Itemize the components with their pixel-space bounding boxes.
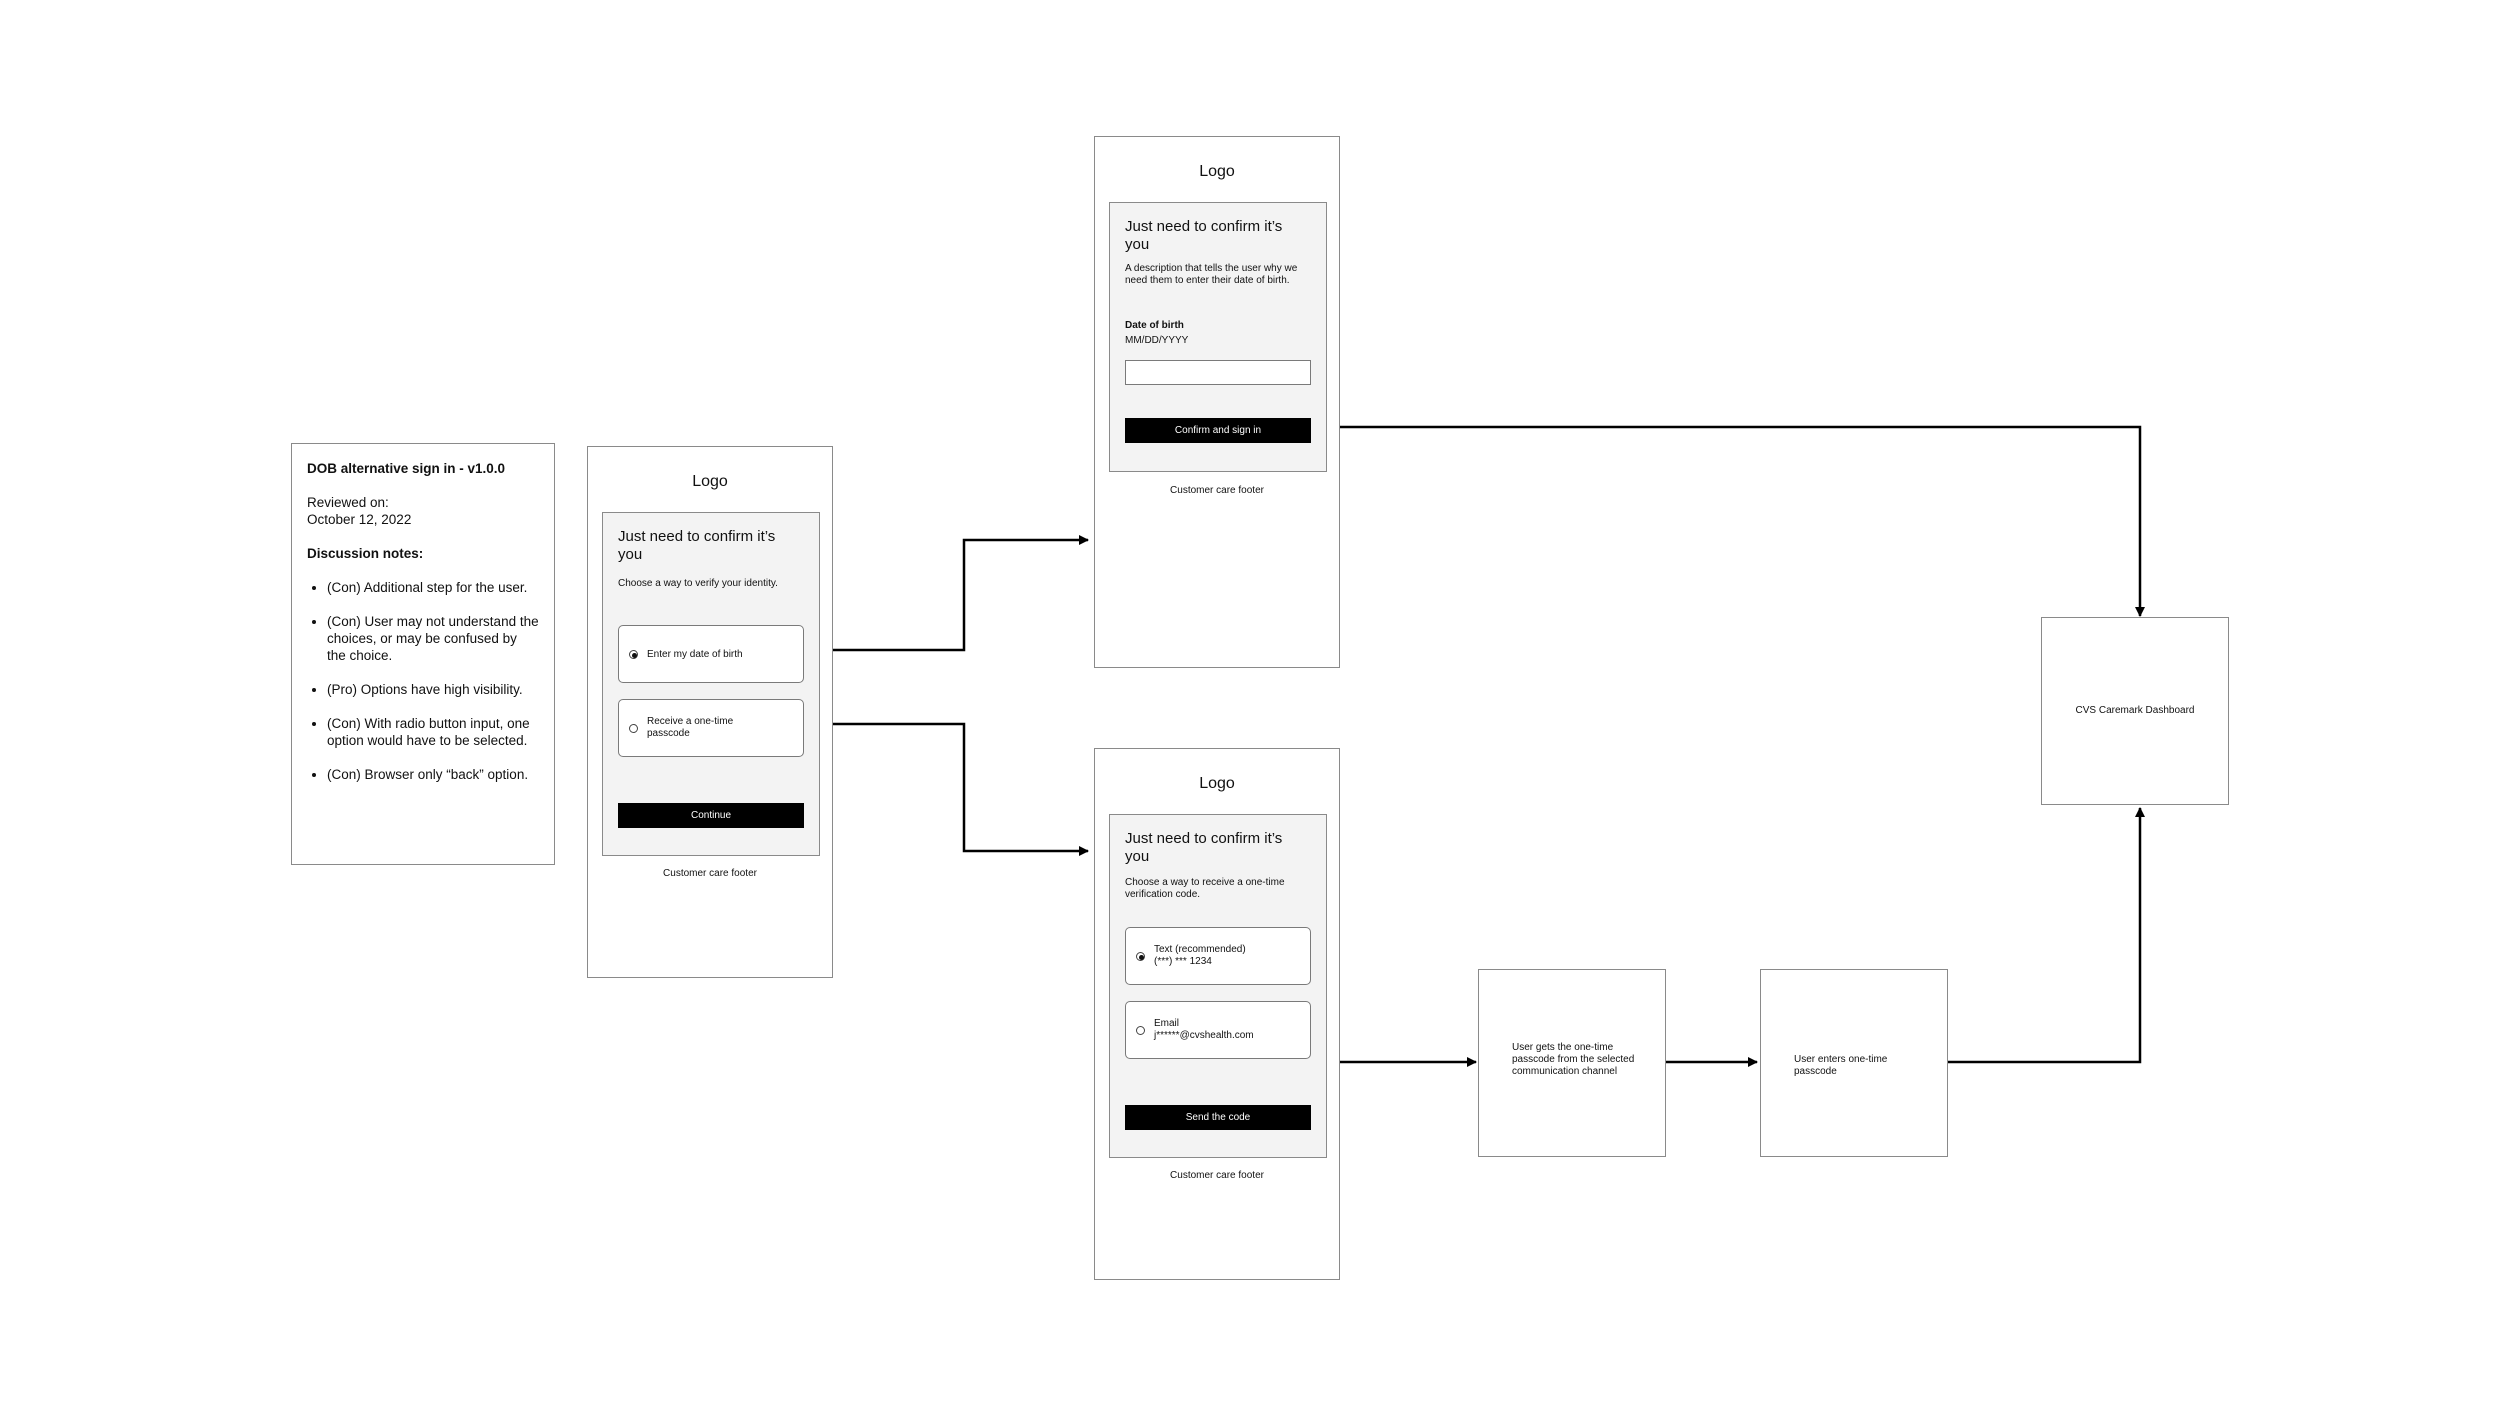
customer-care-footer: Customer care footer bbox=[663, 868, 757, 879]
option-email[interactable]: Email j******@cvshealth.com bbox=[1125, 1001, 1311, 1059]
reviewed-date: October 12, 2022 bbox=[307, 512, 412, 527]
cvs-caremark-dashboard: CVS Caremark Dashboard bbox=[2041, 617, 2229, 805]
connector-dob bbox=[787, 535, 1089, 652]
field-hint: MM/DD/YYYY bbox=[1125, 335, 1189, 346]
customer-care-footer: Customer care footer bbox=[1170, 1170, 1264, 1181]
logo: Logo bbox=[692, 473, 728, 490]
note-item: (Con) Additional step for the user. bbox=[327, 579, 539, 596]
card-title: Just need to confirm it’s you bbox=[618, 528, 776, 563]
option-label: Enter my date of birth bbox=[647, 649, 743, 660]
notes-list: (Con) Additional step for the user. (Con… bbox=[307, 579, 539, 783]
radio-selected-icon[interactable] bbox=[1136, 952, 1145, 961]
otp-card: Just need to confirm it’s you Choose a w… bbox=[1109, 814, 1327, 1158]
radio-selected-icon[interactable] bbox=[629, 650, 638, 659]
discussion-label: Discussion notes: bbox=[307, 546, 424, 561]
option-label: Text (recommended) bbox=[1154, 944, 1246, 955]
option-text-message[interactable]: Text (recommended) (***) *** 1234 bbox=[1125, 927, 1311, 985]
connector-confirm-dashboard bbox=[1317, 425, 2145, 617]
notes-title: DOB alternative sign in - v1.0.0 bbox=[307, 461, 506, 476]
step-user-gets-code: User gets the one-time passcode from the… bbox=[1478, 969, 1666, 1157]
date-of-birth-input[interactable] bbox=[1125, 360, 1311, 385]
verify-card: Just need to confirm it’s you Choose a w… bbox=[602, 512, 820, 856]
date-of-birth-screen: Logo Just need to confirm it’s you A des… bbox=[1094, 136, 1340, 668]
note-item: (Pro) Options have high visibility. bbox=[327, 681, 539, 698]
step-text: User enters one-time passcode bbox=[1794, 1054, 1888, 1077]
step-text: User gets the one-time passcode from the… bbox=[1512, 1042, 1635, 1077]
dob-card: Just need to confirm it’s you A descript… bbox=[1109, 202, 1327, 472]
option-value: (***) *** 1234 bbox=[1154, 956, 1212, 967]
step-text: CVS Caremark Dashboard bbox=[2075, 705, 2195, 716]
customer-care-footer: Customer care footer bbox=[1170, 485, 1264, 496]
field-label: Date of birth bbox=[1125, 320, 1184, 331]
option-label: Receive a one-time passcode bbox=[647, 716, 734, 739]
card-title: Just need to confirm it’s you bbox=[1125, 830, 1283, 865]
step-user-enters-code: User enters one-time passcode bbox=[1760, 969, 1948, 1157]
connector-enters-dashboard bbox=[1946, 807, 2145, 1064]
card-description: Choose a way to receive a one-time verif… bbox=[1125, 877, 1285, 900]
logo: Logo bbox=[1199, 163, 1235, 180]
option-one-time-passcode[interactable]: Receive a one-time passcode bbox=[618, 699, 804, 757]
connector-passcode bbox=[787, 722, 1089, 856]
one-time-passcode-screen: Logo Just need to confirm it’s you Choos… bbox=[1094, 748, 1340, 1280]
option-date-of-birth[interactable]: Enter my date of birth bbox=[618, 625, 804, 683]
option-value: j******@cvshealth.com bbox=[1154, 1030, 1254, 1041]
discussion-notes-panel: DOB alternative sign in - v1.0.0 Reviewe… bbox=[291, 443, 555, 865]
choice-screen: Logo Just need to confirm it’s you Choos… bbox=[587, 446, 833, 978]
note-item: (Con) User may not understand the choice… bbox=[327, 613, 539, 664]
radio-unselected-icon[interactable] bbox=[629, 724, 638, 733]
card-title: Just need to confirm it’s you bbox=[1125, 218, 1283, 253]
confirm-and-sign-in-button[interactable]: Confirm and sign in bbox=[1125, 418, 1311, 443]
card-description: A description that tells the user why we… bbox=[1125, 263, 1298, 286]
option-label: Email bbox=[1154, 1018, 1180, 1029]
card-description: Choose a way to verify your identity. bbox=[618, 578, 778, 589]
continue-button[interactable]: Continue bbox=[618, 803, 804, 828]
radio-unselected-icon[interactable] bbox=[1136, 1026, 1145, 1035]
logo: Logo bbox=[1199, 775, 1235, 792]
note-item: (Con) With radio button input, one optio… bbox=[327, 715, 539, 749]
reviewed-label: Reviewed on: bbox=[307, 495, 389, 510]
note-item: (Con) Browser only “back” option. bbox=[327, 766, 539, 783]
send-the-code-button[interactable]: Send the code bbox=[1125, 1105, 1311, 1130]
